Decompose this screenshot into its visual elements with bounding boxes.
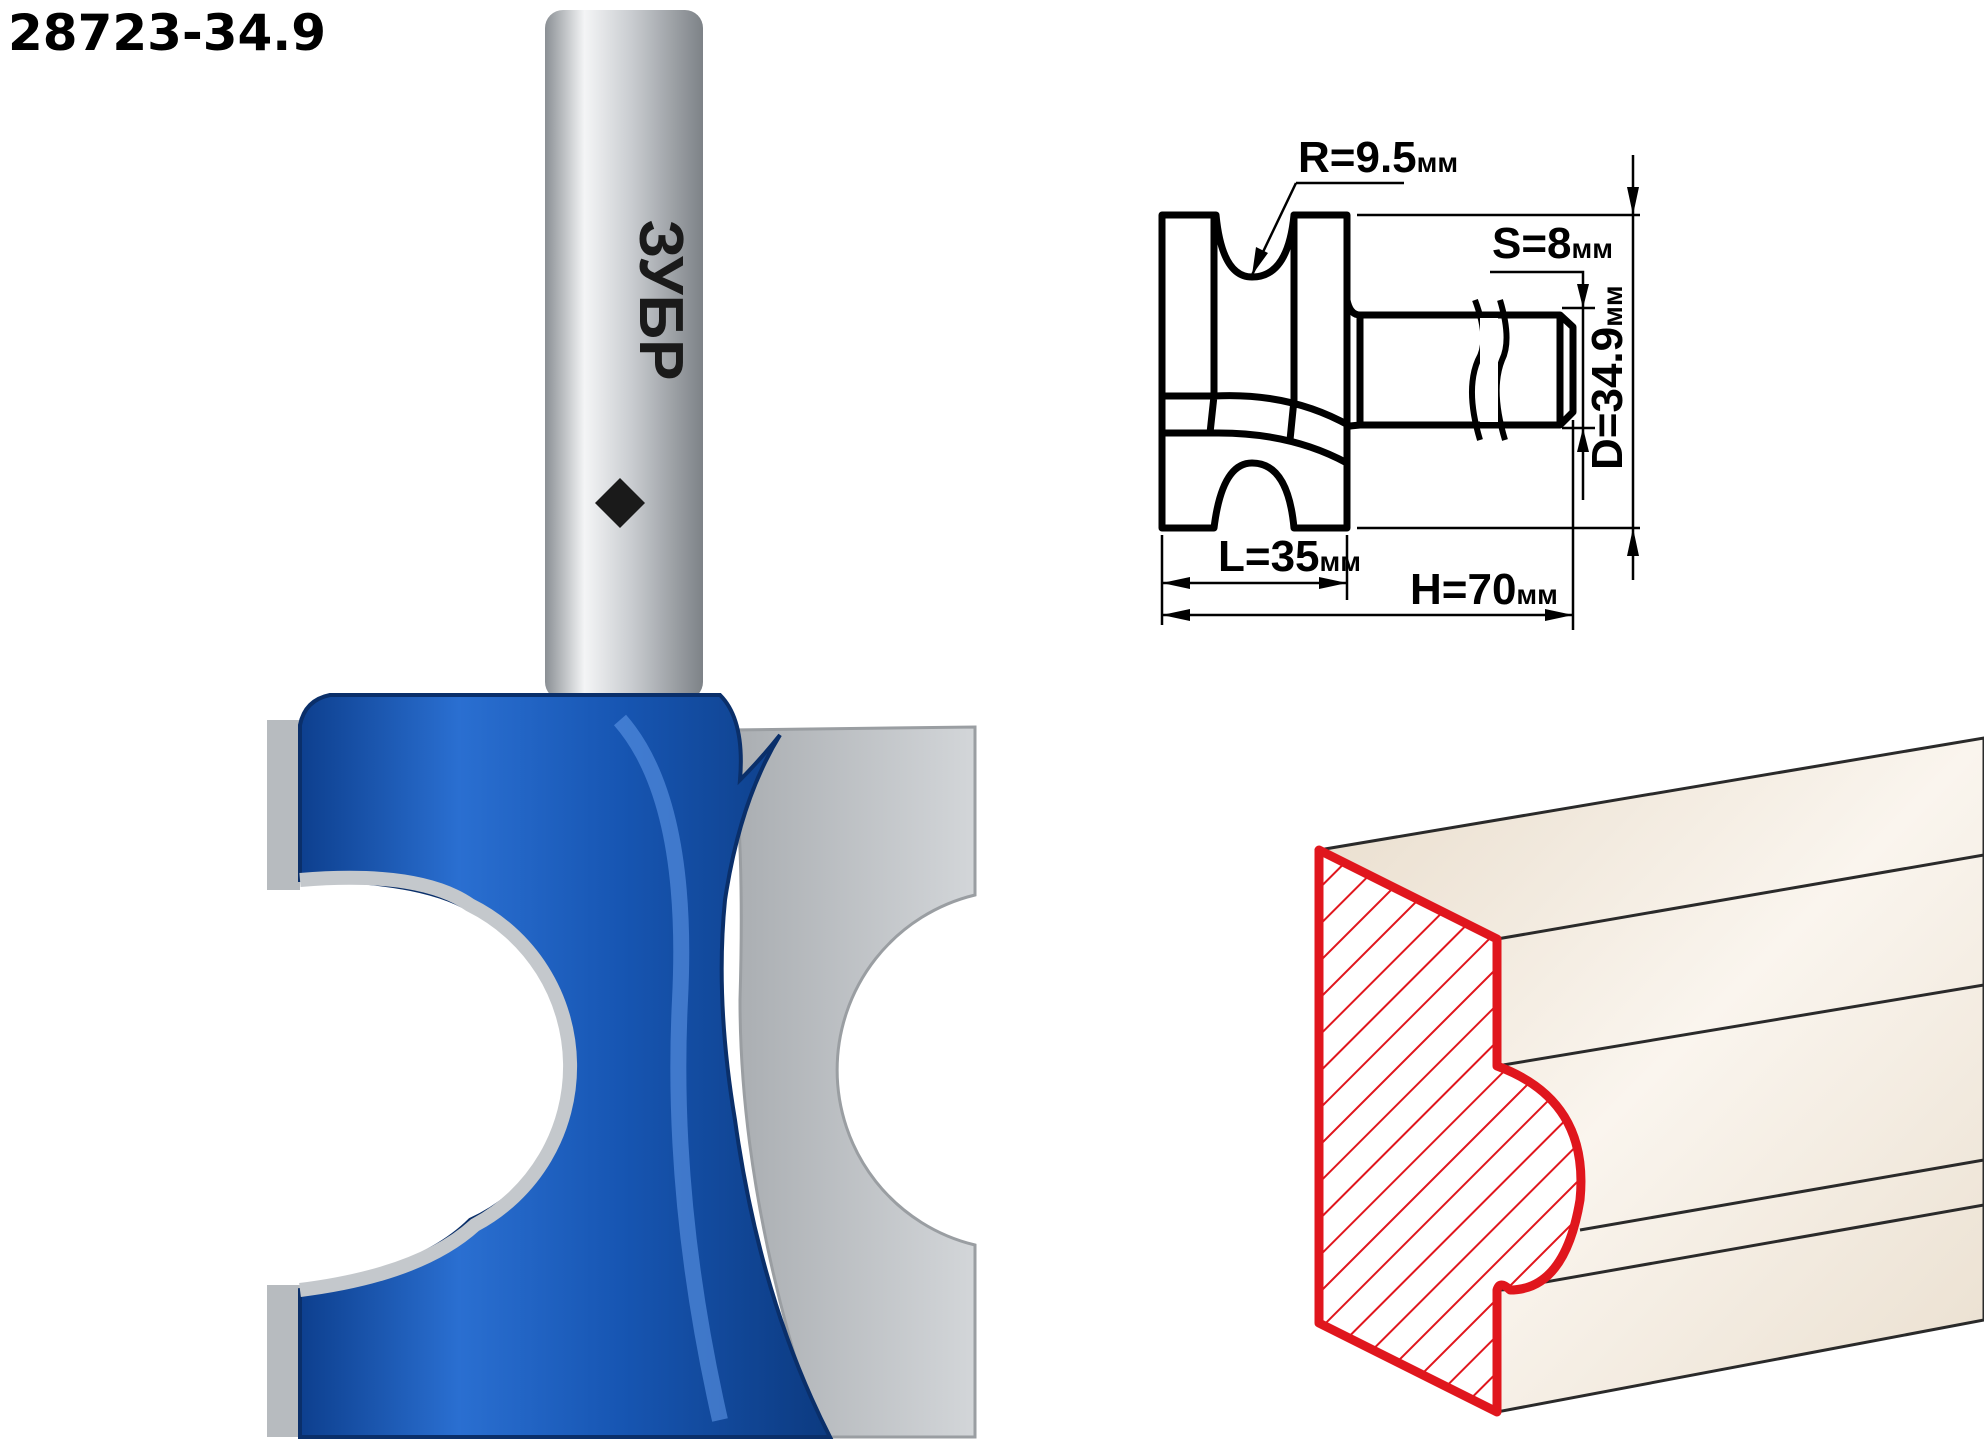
brand-diamond-icon <box>595 478 645 528</box>
technical-drawing: R=9.5мм S=8мм D=34.9мм L=35мм H=70мм <box>1158 133 1640 630</box>
cross-section <box>1314 845 1586 1417</box>
dim-radius: R=9.5мм <box>1298 133 1458 182</box>
cutter-outline <box>1158 211 1351 532</box>
brand-logo: ЗУБР <box>626 220 695 381</box>
cutting-edge-right <box>728 725 977 1439</box>
dim-length: L=35мм <box>1218 532 1361 581</box>
product-code: 28723-34.9 <box>8 4 327 62</box>
cutting-edge-left <box>267 720 300 1437</box>
shank-outline <box>1343 296 1577 430</box>
dim-diameter: D=34.9мм <box>1583 285 1632 470</box>
dim-shank: S=8мм <box>1492 219 1613 268</box>
shank <box>545 10 703 700</box>
dim-height: H=70мм <box>1410 565 1558 614</box>
wood-profile <box>1314 736 1984 1417</box>
router-bit: ЗУБР <box>267 10 977 1439</box>
